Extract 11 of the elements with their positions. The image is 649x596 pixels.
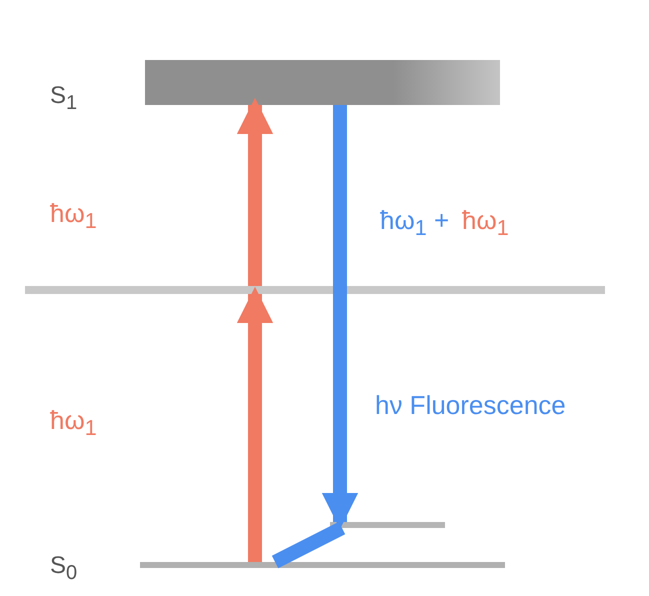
transition-arrow (236, 98, 274, 286)
state-label: S$_{1}$ (50, 82, 78, 115)
transition-arrow (236, 286, 274, 562)
photon-energy-label: ħω$_{1}$ + (380, 205, 450, 242)
photon-energy-label: ħω$_{1}$ (462, 205, 509, 242)
photon-energy-label: hν Fluorescence (375, 390, 566, 421)
photon-energy-label: ħω$_{1}$ (50, 405, 97, 442)
energy-band (145, 60, 500, 105)
photon-energy-label: ħω$_{1}$ (50, 198, 97, 234)
state-label: S$_{0}$ (50, 552, 78, 585)
transition-arrow (322, 105, 358, 530)
